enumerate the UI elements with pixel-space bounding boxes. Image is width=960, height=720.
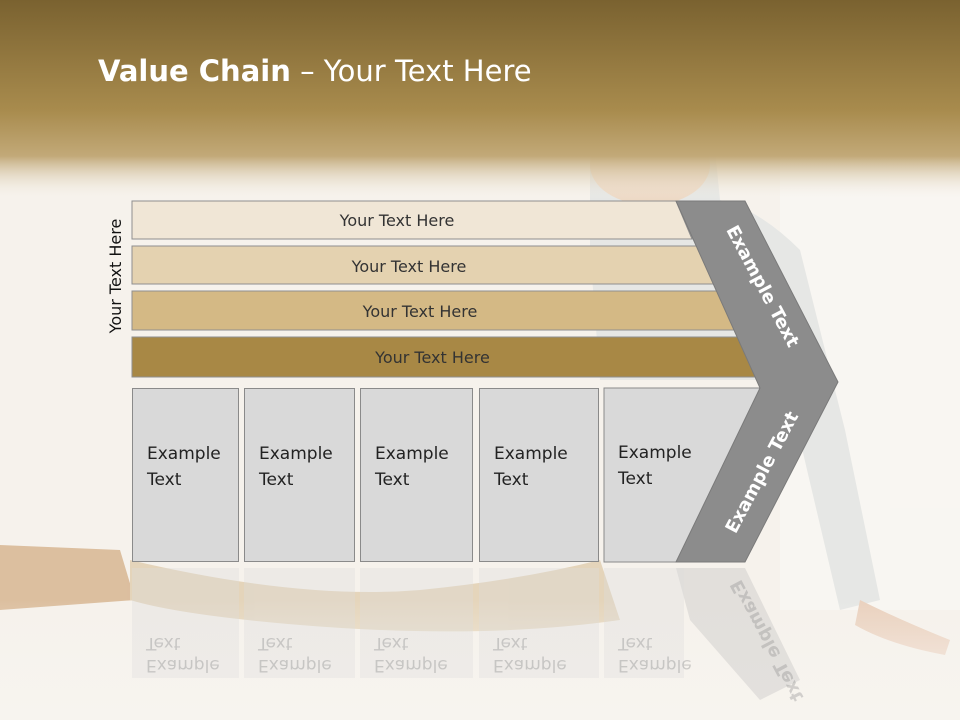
bar-2: Your Text Here (132, 247, 716, 285)
cell-3-reflection-line1: Example (374, 655, 448, 675)
cell-5-reflection-line1: Example (618, 655, 692, 675)
cell-2-line2: Text (259, 470, 294, 490)
cell-1-reflection-line1: Example (146, 655, 220, 675)
cell-5-line1: Example (618, 443, 692, 463)
bar-1-shape (131, 200, 693, 240)
bar-3-label: Your Text Here (362, 301, 478, 321)
cell-3-line1: Example (375, 444, 449, 464)
title-rest: – Your Text Here (290, 54, 532, 88)
chevron-arrow (675, 200, 839, 563)
cell-5-reflection-line2: Text (618, 633, 653, 653)
cell-5-line2: Text (618, 469, 653, 489)
slide-title: Value Chain – Your Text Here (98, 54, 532, 88)
bar-2-label: Your Text Here (351, 256, 467, 276)
cell-3-line2: Text (375, 470, 410, 490)
cell-2-reflection-line1: Example (258, 655, 332, 675)
title-bold: Value Chain (98, 54, 291, 88)
bar-3: Your Text Here (132, 292, 738, 330)
bar-1: Your Text Here (132, 201, 692, 239)
cell-2-line1: Example (259, 444, 333, 464)
bar-1-label: Your Text Here (339, 210, 455, 230)
cell-4-line2: Text (494, 470, 529, 490)
cell-2-reflection-line2: Text (258, 633, 293, 653)
cell-1-line1: Example (147, 444, 221, 464)
cell-1-line2: Text (147, 470, 182, 490)
cell-4-line1: Example (494, 444, 568, 464)
bar-4: Your Text Here (132, 338, 763, 376)
cell-4-reflection-line2: Text (493, 633, 528, 653)
cell-3-reflection-line2: Text (374, 633, 409, 653)
bar-4-label: Your Text Here (375, 347, 490, 367)
cell-1-reflection-line2: Text (146, 633, 181, 653)
cell-4-reflection-line1: Example (493, 655, 567, 675)
chevron-reflection (676, 568, 800, 700)
